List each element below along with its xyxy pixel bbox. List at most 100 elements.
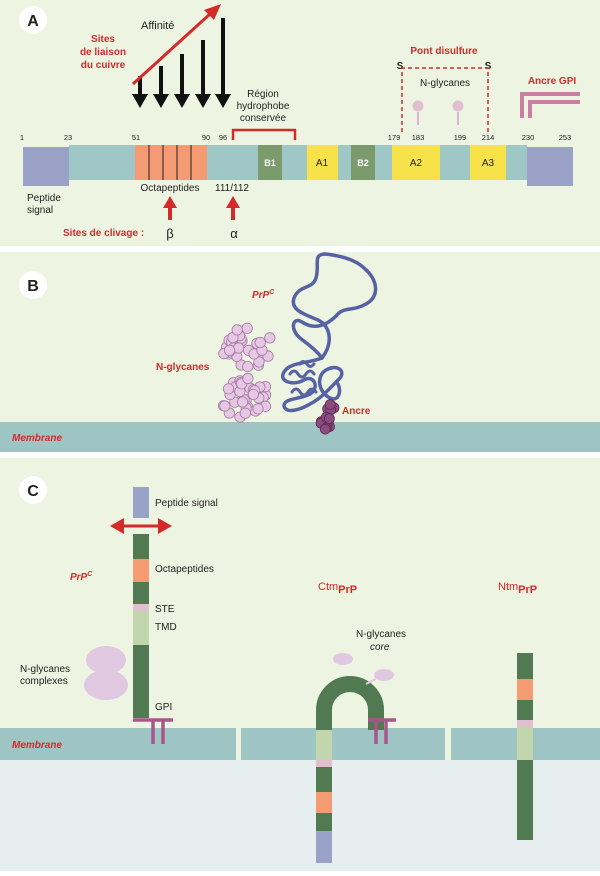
ntmprp-label-sub: PrP <box>518 584 537 596</box>
glycan-cluster-lower <box>218 372 272 423</box>
glycan-bead-lower-31 <box>247 388 259 400</box>
alpha-cleavage-arrow-head <box>226 196 240 208</box>
glycan-stick-183 <box>412 100 424 125</box>
pos-179: 179 <box>388 133 401 142</box>
n-glycans-label-a: N-glycanes <box>420 78 470 89</box>
domain-alpha-2 <box>392 145 440 180</box>
prpc-topology <box>133 487 173 744</box>
pos-199: 199 <box>454 133 467 142</box>
core-glycan-right <box>374 669 394 681</box>
prpc-mid-segment <box>133 582 149 604</box>
alpha-symbol: α <box>230 226 238 241</box>
membrane-b <box>0 422 600 452</box>
domain-gpi-signal <box>527 147 573 186</box>
pos-214: 214 <box>482 133 495 142</box>
anchor-label-b: Ancre <box>342 406 371 417</box>
core-glycan-link <box>365 678 377 685</box>
pos-90: 90 <box>202 133 210 142</box>
affinity-trend-arrowhead <box>204 4 221 20</box>
ctmprp-label-main: Ctm <box>318 581 338 593</box>
glycan-stick-199 <box>452 100 464 125</box>
glycan-head-199 <box>452 100 464 112</box>
disulfide-s-right: S <box>485 61 492 72</box>
gpi-anchor-label: Ancre GPI <box>528 76 577 87</box>
prpc-label-b: PrPC <box>252 289 275 301</box>
copper-sites-label-2: de liaison <box>80 47 126 58</box>
signal-peptide-label-2: signal <box>27 205 53 216</box>
domain-signal-peptide <box>23 147 69 186</box>
copper-arrow-2 <box>159 66 163 96</box>
glycan-bead-lower-26 <box>237 396 249 408</box>
ntmprp-topology <box>517 653 533 840</box>
panel-c: C Membrane Peptide signal Octapeptides S… <box>0 458 600 871</box>
ctmprp-ste-segment <box>316 760 332 767</box>
disulfide-s-left: S <box>397 61 404 72</box>
prpc-n-terminal-segment <box>133 534 149 559</box>
panel-c-background-upper <box>0 458 600 760</box>
glycan-bead-upper-30 <box>254 336 266 349</box>
octapeptides-label-a: Octapeptides <box>141 183 200 194</box>
panel-a-badge <box>19 6 47 34</box>
copper-arrow-4 <box>201 40 205 96</box>
complex-glycan-lower <box>84 670 128 700</box>
glycan-bead-upper-33 <box>224 344 236 356</box>
domain-a1-label: A1 <box>316 158 329 169</box>
n-glycans-label-b: N-glycanes <box>156 362 210 373</box>
glycan-cluster-upper <box>218 322 276 373</box>
affinity-trend-arrow <box>131 12 212 86</box>
cleavage-sites-label: Sites de clivage : <box>63 228 144 239</box>
hydrophobic-region-label-3: conservée <box>240 113 287 124</box>
ste-label: STE <box>155 604 175 615</box>
prpc-c-terminal-segment <box>133 645 149 718</box>
ntmprp-label: NtmPrP <box>498 581 537 596</box>
translocation-arrow-left-head <box>110 518 124 534</box>
prpc-label-c-sup: C <box>87 571 93 578</box>
prpc-label-b-sup: C <box>269 289 275 296</box>
domain-octapeptide-repeats <box>135 145 207 180</box>
prpc-coil-detail <box>288 360 318 397</box>
copper-arrow-head-4 <box>195 94 211 108</box>
alpha-cleavage-arrow-shaft <box>231 206 235 220</box>
gpi-label-c: GPI <box>155 702 172 713</box>
pos-183: 183 <box>412 133 425 142</box>
glycan-bead-lower-19 <box>239 407 251 419</box>
domain-beta-2 <box>351 145 375 180</box>
panel-a-letter: A <box>27 13 39 30</box>
membrane-label-c: Membrane <box>12 740 62 751</box>
domain-a2-label: A2 <box>410 158 423 169</box>
n-core-label-2: core <box>370 642 390 653</box>
ntmprp-label-main: Ntm <box>498 581 518 593</box>
ctmprp-signal-segment <box>316 831 332 863</box>
panel-a-background <box>0 0 600 246</box>
prpc-gpi-anchor <box>133 718 173 744</box>
glycan-bead-upper-22 <box>242 360 254 373</box>
panel-b-letter: B <box>27 278 39 295</box>
domain-beta-1 <box>258 145 282 180</box>
hydrophobic-region-label-2: hydrophobe <box>237 101 290 112</box>
ctmprp-n-terminal-segment <box>316 813 332 831</box>
prpc-signal-segment <box>133 487 149 518</box>
beta-cleavage-arrow-head <box>163 196 177 208</box>
copper-arrow-head-3 <box>174 94 190 108</box>
copper-arrow-head-2 <box>153 94 169 108</box>
n-core-label-1: N-glycanes <box>356 629 406 640</box>
pos-230: 230 <box>522 133 535 142</box>
prpc-label-c-main: PrP <box>70 572 88 583</box>
prpc-ste-segment <box>133 604 149 611</box>
beta-symbol: β <box>166 226 173 241</box>
glycan-bead-lower-20 <box>222 383 235 395</box>
glycan-head-183 <box>412 100 424 112</box>
n-complex-label-2: complexes <box>20 676 68 687</box>
glycan-bead-upper-11 <box>264 332 276 344</box>
gpi-anchor-icon <box>520 92 580 118</box>
hydrophobic-region-bracket <box>231 128 297 140</box>
glycan-bead-upper-25 <box>241 322 253 334</box>
copper-arrow-1 <box>138 76 142 96</box>
hydrophobic-region-label-1: Région <box>247 89 279 100</box>
disulfide-label: Pont disulfure <box>410 46 478 57</box>
copper-sites-label-3: du cuivre <box>81 60 126 71</box>
panel-c-background-lower <box>0 760 600 871</box>
ctmprp-octa-segment <box>316 792 332 813</box>
prpc-flexible-tail <box>291 252 378 360</box>
